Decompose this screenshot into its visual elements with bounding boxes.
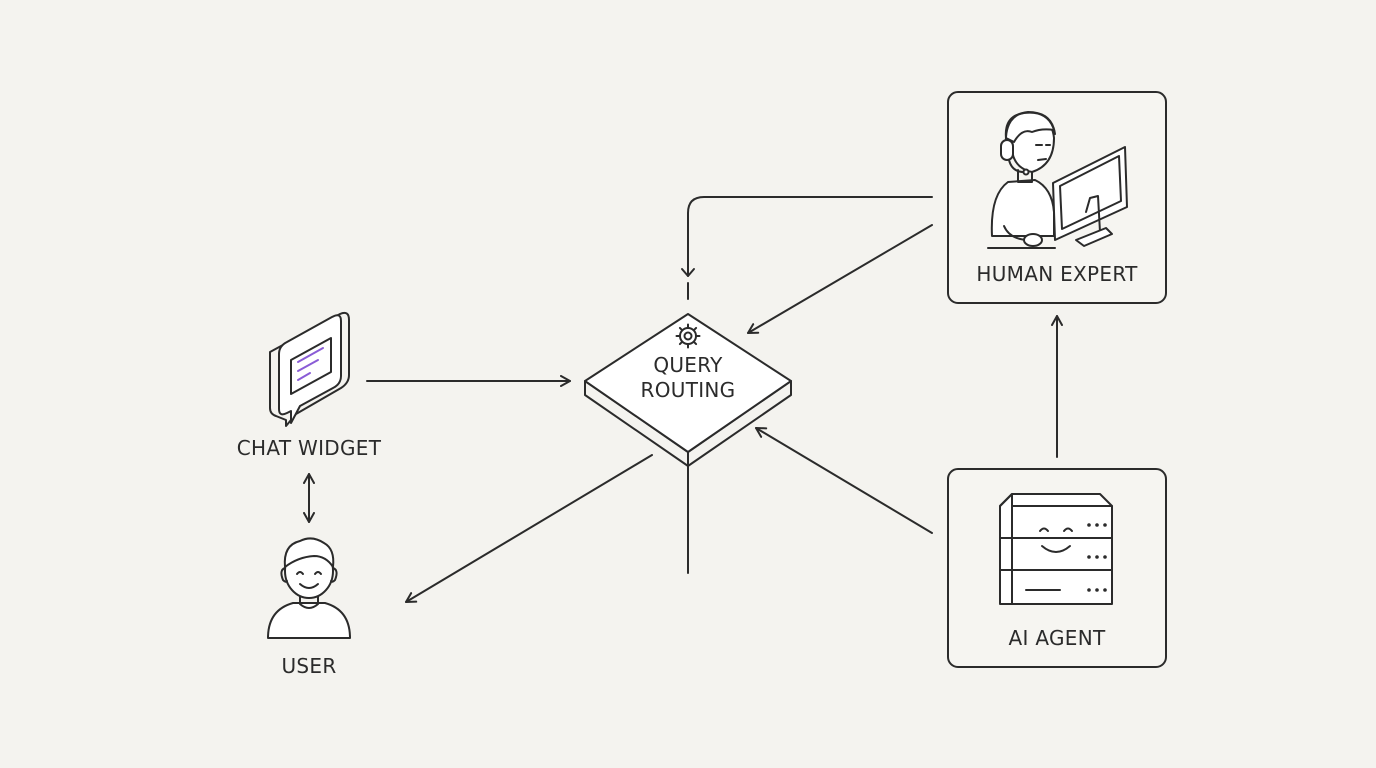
user-node: USER [267,537,351,678]
user-icon [267,537,351,639]
arrow-ai-agent-to-routing [755,427,933,534]
query-routing-node: QUERY ROUTING [584,313,792,467]
arrow-human-expert-to-routing [747,224,933,334]
user-label: USER [281,654,336,678]
query-routing-label-line2: ROUTING [641,378,736,402]
ai-agent-node: AI AGENT [947,468,1167,668]
chat-widget-node: CHAT WIDGET [237,311,382,460]
connectors [303,196,1063,603]
human-expert-node: HUMAN EXPERT [947,91,1167,304]
ai-agent-label: AI AGENT [1009,626,1106,650]
human-expert-label: HUMAN EXPERT [976,262,1138,286]
gear-icon [675,323,701,349]
human-at-computer-icon [987,111,1128,249]
chat-widget-label: CHAT WIDGET [237,436,382,460]
chat-bubble-icon [269,311,350,427]
arrow-human-expert-elbow-to-routing [687,196,933,277]
elbow-arrowhead [681,268,695,277]
server-stack-icon [999,493,1113,605]
arrow-routing-to-user [405,454,653,603]
query-routing-label-line1: QUERY [653,353,723,377]
routing-slab-top [584,313,792,453]
